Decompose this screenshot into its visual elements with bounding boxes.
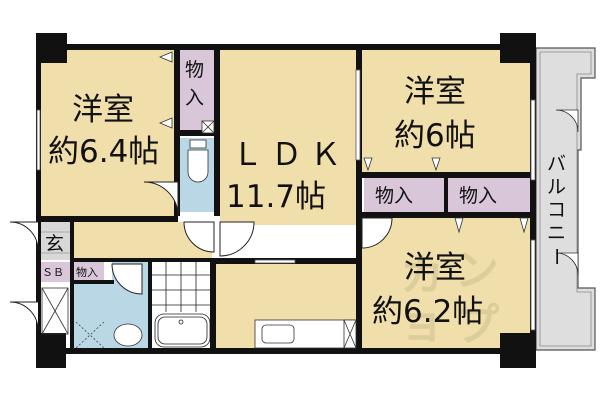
balcony	[535, 47, 596, 351]
western-room-2-type: 洋室	[404, 74, 466, 110]
ldk-size: 11.7帖	[226, 179, 326, 215]
closet-entrance	[74, 262, 104, 282]
western-room-1-size: 約6.4帖	[48, 134, 159, 170]
closet-2-label: 物入	[375, 185, 413, 207]
western-room-3-type: 洋室	[404, 250, 466, 286]
svg-text:カ: カ	[400, 250, 444, 301]
svg-text:バ: バ	[547, 153, 566, 175]
watermark: カ ン ョ プ	[400, 245, 499, 351]
balcony-label: バ ル コ ニ ー	[545, 153, 567, 266]
closet-1-label-2: 入	[185, 87, 204, 109]
closet-1-label: 物	[185, 59, 204, 81]
shoe-box-label: ＳＢ	[42, 266, 64, 279]
western-room-1	[40, 48, 177, 218]
bathroom	[152, 262, 212, 350]
closet-entrance-label: 物入	[76, 265, 98, 279]
svg-text:ョ: ョ	[400, 298, 444, 349]
closet-3-label: 物入	[459, 185, 497, 207]
entrance	[40, 222, 70, 260]
entrance-label: 玄	[45, 233, 64, 255]
shoe-box	[40, 262, 72, 282]
western-room-3	[362, 218, 532, 348]
closet-1	[178, 50, 215, 130]
ldk-room	[220, 48, 360, 225]
svg-text:ー: ー	[545, 247, 567, 266]
svg-text:コ: コ	[547, 199, 566, 221]
closet-2	[364, 176, 446, 214]
ldk-type: ＬＤＫ	[232, 137, 349, 173]
svg-text:プ: プ	[455, 300, 499, 351]
western-room-2	[362, 48, 532, 174]
svg-text:ル: ル	[547, 176, 566, 198]
western-room-3-size: 約6.2帖	[372, 294, 483, 330]
western-room-2-size: 約6帖	[394, 118, 476, 154]
svg-text:ン: ン	[455, 245, 499, 296]
closet-3	[448, 176, 530, 214]
western-room-1-type: 洋室	[72, 92, 134, 128]
svg-text:ニ: ニ	[547, 222, 566, 244]
